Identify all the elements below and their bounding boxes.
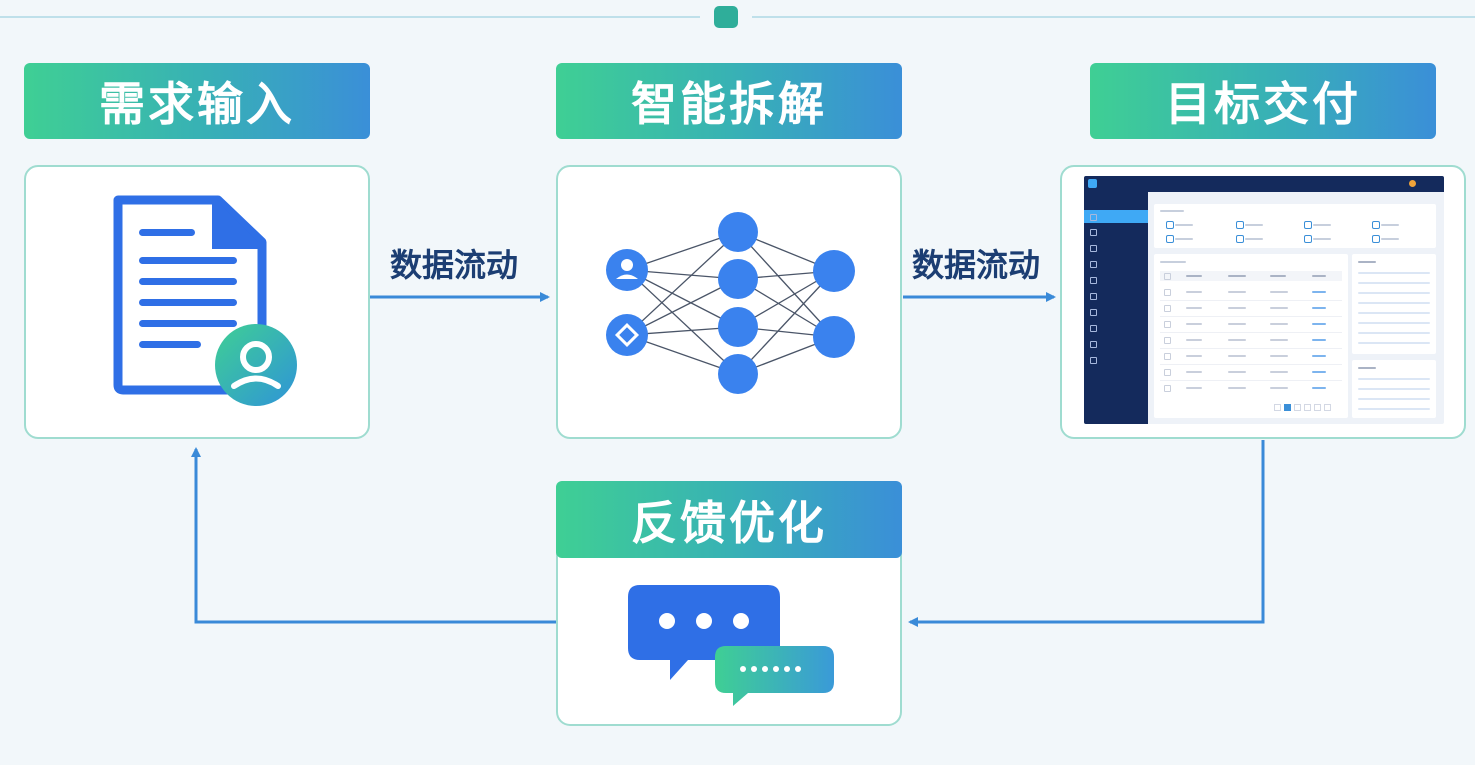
dashboard-right-panel-bottom bbox=[1352, 360, 1436, 418]
sidebar-item-icon bbox=[1090, 325, 1097, 332]
pagination-page bbox=[1304, 404, 1311, 411]
quick-item-icon bbox=[1372, 235, 1380, 243]
pagination-page bbox=[1294, 404, 1301, 411]
dashboard-sidebar-item bbox=[1084, 225, 1148, 238]
table-checkbox bbox=[1164, 305, 1171, 312]
quick-panel-title-placeholder bbox=[1160, 210, 1184, 212]
flow-label-1: 数据流动 bbox=[390, 246, 519, 284]
dashboard-sidebar-item bbox=[1084, 289, 1148, 302]
dashboard-sidebar bbox=[1084, 192, 1148, 424]
table-header-row bbox=[1160, 271, 1342, 281]
step-title-goal-delivery: 目标交付 bbox=[1090, 63, 1436, 139]
sidebar-item-icon bbox=[1090, 277, 1097, 284]
step-title-smart-decomposition: 智能拆解 bbox=[556, 63, 902, 139]
sidebar-item-icon bbox=[1090, 357, 1097, 364]
neural-network-icon bbox=[606, 212, 855, 394]
pagination-page-active bbox=[1284, 404, 1291, 411]
top-divider-left bbox=[0, 16, 700, 18]
delivery-to-feedback-arrow bbox=[908, 440, 1265, 627]
dashboard-sidebar-item bbox=[1084, 337, 1148, 350]
table-checkbox bbox=[1164, 321, 1171, 328]
sidebar-item-icon bbox=[1090, 261, 1097, 268]
dashboard-quick-panel bbox=[1154, 204, 1436, 248]
quick-item-icon bbox=[1166, 221, 1174, 229]
table-panel-title-placeholder bbox=[1160, 261, 1186, 263]
sidebar-item-icon bbox=[1090, 293, 1097, 300]
requirement-input-card bbox=[24, 165, 370, 439]
dashboard-sidebar-item bbox=[1084, 257, 1148, 270]
chat-bubbles-icon bbox=[628, 585, 834, 706]
table-checkbox bbox=[1164, 353, 1171, 360]
pagination-page bbox=[1274, 404, 1281, 411]
table-checkbox bbox=[1164, 273, 1171, 280]
dashboard-sidebar-item bbox=[1084, 321, 1148, 334]
sidebar-item-icon bbox=[1090, 245, 1097, 252]
step-title-requirement-input: 需求输入 bbox=[24, 63, 370, 139]
pagination-page bbox=[1324, 404, 1331, 411]
dashboard-sidebar-item bbox=[1084, 353, 1148, 366]
feedback-optimization-card bbox=[556, 540, 902, 726]
dashboard-header bbox=[1084, 176, 1444, 192]
sidebar-item-icon bbox=[1090, 341, 1097, 348]
quick-item-icon bbox=[1304, 221, 1312, 229]
dashboard-avatar bbox=[1409, 180, 1416, 187]
top-divider-dot bbox=[714, 6, 738, 28]
feedback-to-input-arrow bbox=[191, 447, 556, 624]
dashboard-sidebar-item bbox=[1084, 241, 1148, 254]
table-checkbox bbox=[1164, 385, 1171, 392]
table-checkbox bbox=[1164, 289, 1171, 296]
step-title-feedback-optimization: 反馈优化 bbox=[556, 481, 902, 558]
dashboard-right-panel-top bbox=[1352, 254, 1436, 354]
sidebar-item-icon bbox=[1090, 229, 1097, 236]
dashboard-logo-icon bbox=[1088, 179, 1097, 188]
table-checkbox bbox=[1164, 337, 1171, 344]
pagination-page bbox=[1314, 404, 1321, 411]
sidebar-item-icon bbox=[1090, 214, 1097, 221]
quick-item-icon bbox=[1372, 221, 1380, 229]
quick-item-icon bbox=[1304, 235, 1312, 243]
sidebar-item-icon bbox=[1090, 309, 1097, 316]
dashboard-sidebar-item bbox=[1084, 273, 1148, 286]
dashboard-screenshot bbox=[1084, 176, 1444, 424]
smart-decomposition-card bbox=[556, 165, 902, 439]
document-user-icon bbox=[113, 195, 297, 406]
flow-label-2: 数据流动 bbox=[912, 246, 1041, 284]
top-divider-right bbox=[752, 16, 1475, 18]
quick-item-icon bbox=[1166, 235, 1174, 243]
quick-item-icon bbox=[1236, 221, 1244, 229]
dashboard-table-panel bbox=[1154, 254, 1348, 418]
dashboard-sidebar-item bbox=[1084, 305, 1148, 318]
table-checkbox bbox=[1164, 369, 1171, 376]
dashboard-sidebar-item bbox=[1084, 210, 1148, 223]
quick-item-icon bbox=[1236, 235, 1244, 243]
